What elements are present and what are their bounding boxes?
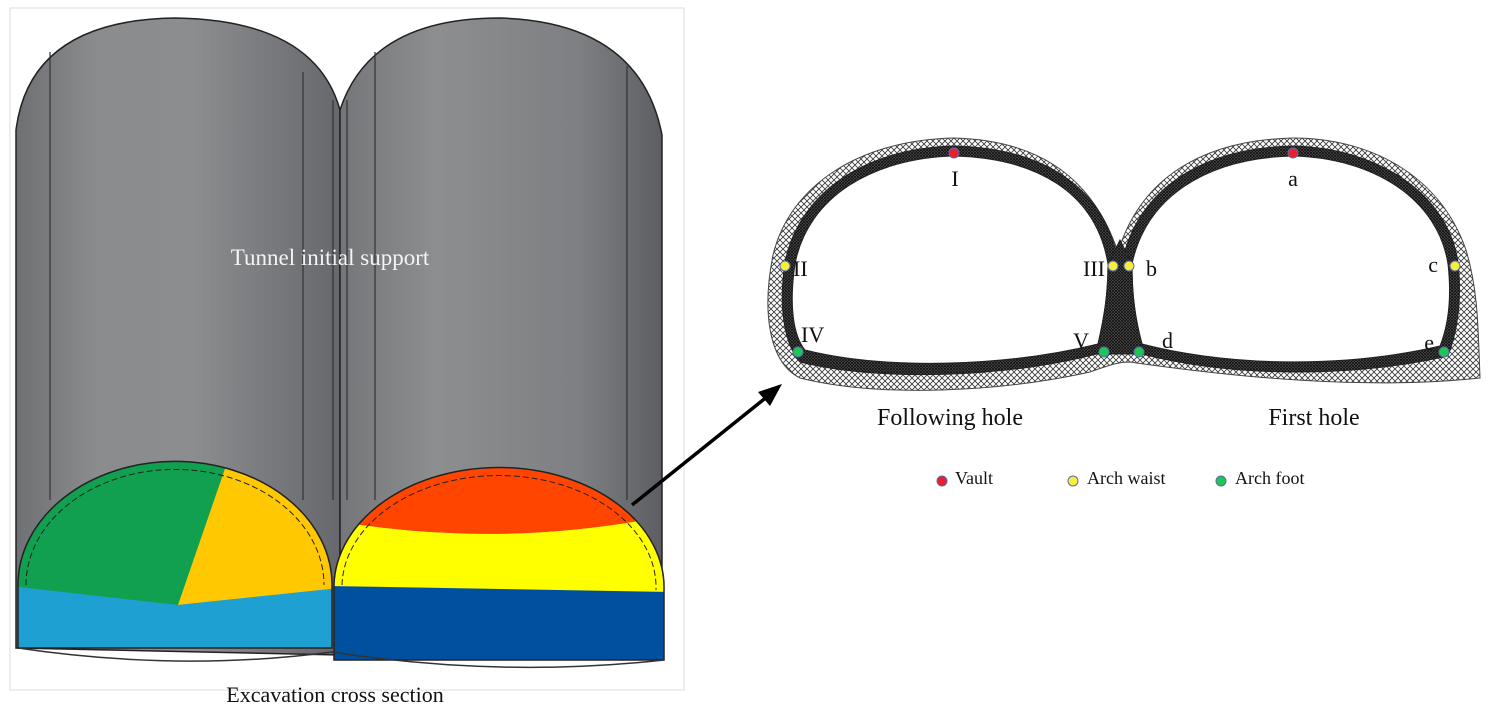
- point-d-label: d: [1162, 328, 1173, 353]
- legend-arch-waist-label: Arch waist: [1087, 468, 1165, 488]
- following-face-inner-outline: [25, 469, 325, 586]
- right-panel: I a II III b c IV V d e Following hole F…: [767, 137, 1481, 488]
- point-c-label: c: [1428, 252, 1438, 277]
- point-d-foot-marker: [1133, 346, 1145, 358]
- tunnel-initial-support-label: Tunnel initial support: [231, 245, 430, 270]
- legend-vault-label: Vault: [955, 468, 993, 488]
- point-a-vault-marker: [1287, 147, 1299, 159]
- following-face-outline: [17, 460, 333, 649]
- arrow-head: [758, 384, 782, 406]
- zoom-arrow: [630, 384, 782, 507]
- first-hole-interior: [1131, 155, 1451, 363]
- point-e-foot-marker: [1438, 346, 1450, 358]
- legend: Vault Arch waist Arch foot: [936, 468, 1304, 488]
- point-I-label: I: [951, 166, 958, 191]
- point-e-label: e: [1424, 330, 1434, 355]
- first-middle-bench: [334, 515, 665, 592]
- measurement-points: [779, 147, 1461, 358]
- legend-vault-marker: [936, 475, 948, 487]
- first-face-outline: [333, 466, 665, 661]
- point-I-vault-marker: [948, 147, 960, 159]
- following-lower-bench-top: [18, 586, 332, 648]
- point-b-waist-marker: [1123, 260, 1135, 272]
- point-b-label: b: [1146, 256, 1157, 281]
- point-II-waist-marker: [779, 260, 791, 272]
- point-IV-foot-marker: [792, 346, 804, 358]
- point-II-label: II: [793, 256, 808, 281]
- following-hole-label: Following hole: [877, 405, 1023, 431]
- left-panel: Tunnel initial support Excavation cross …: [9, 7, 685, 707]
- first-excavation-face: [334, 467, 665, 660]
- following-hole-interior: [791, 155, 1109, 364]
- point-III-label: III: [1083, 256, 1105, 281]
- legend-arch-foot-marker: [1215, 475, 1227, 487]
- first-face-inner-outline: [341, 475, 657, 591]
- point-c-waist-marker: [1449, 260, 1461, 272]
- point-a-label: a: [1288, 166, 1298, 191]
- point-IV-label: IV: [801, 322, 824, 347]
- support-bottom-edge: [17, 647, 665, 669]
- arrow-shaft: [630, 394, 770, 507]
- legend-arch-foot-label: Arch foot: [1235, 468, 1304, 488]
- first-lower-bench: [334, 586, 665, 660]
- point-III-waist-marker: [1107, 260, 1119, 272]
- point-V-label: V: [1073, 328, 1089, 353]
- excavation-cross-section-label: Excavation cross section: [226, 682, 444, 707]
- first-hole-label: First hole: [1268, 405, 1359, 431]
- drawing-frame: [9, 7, 685, 691]
- legend-arch-waist-marker: [1067, 475, 1079, 487]
- point-V-foot-marker: [1098, 346, 1110, 358]
